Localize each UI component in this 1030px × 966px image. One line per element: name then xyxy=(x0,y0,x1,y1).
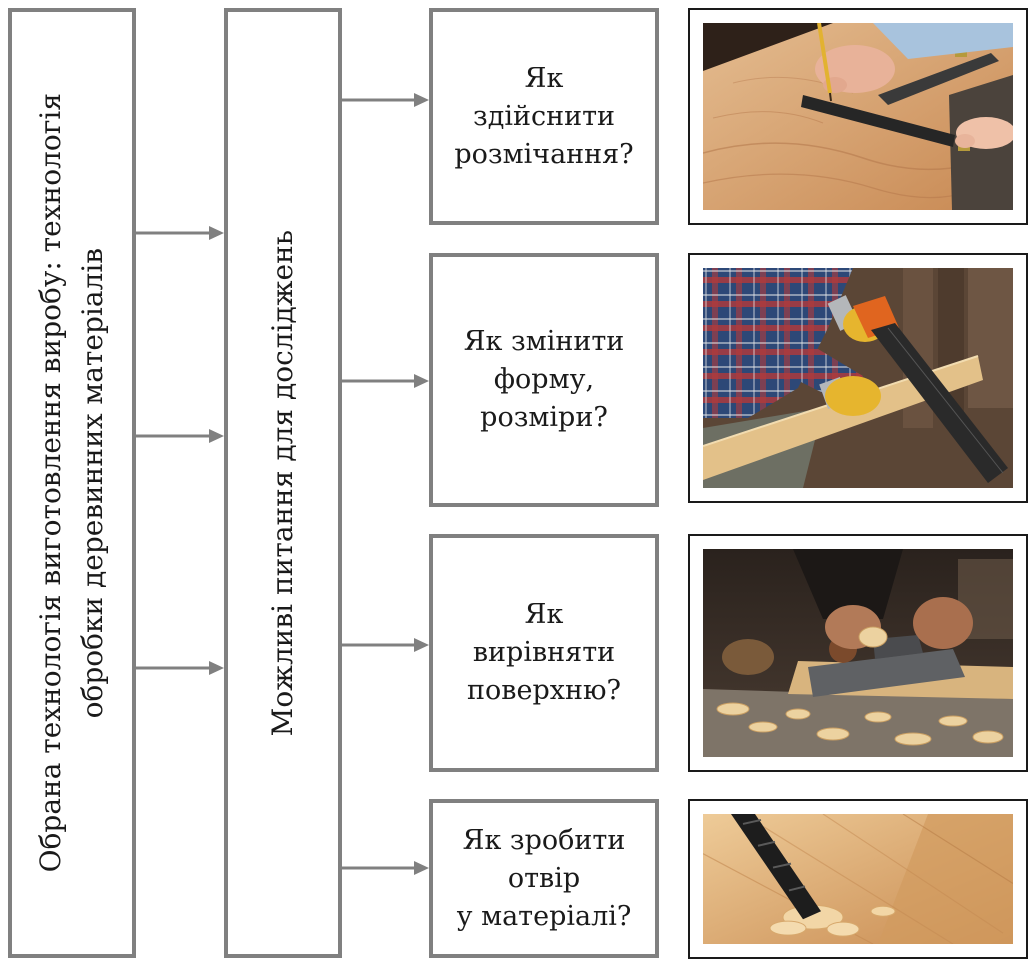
question-line: отвір xyxy=(507,862,581,894)
question-line: розміри? xyxy=(480,402,608,433)
question-box-marking: Як здійснити розмічання? xyxy=(429,8,659,225)
photo-drilling xyxy=(703,814,1013,944)
question-line: у матеріалі? xyxy=(456,900,632,932)
research-questions-label: Можливі питання для досліджень xyxy=(262,230,304,736)
technology-label-line-2: обробки деревинних матеріалів xyxy=(76,247,109,719)
arrow-research-to-question-2 xyxy=(342,374,429,388)
arrow-technology-to-research-1 xyxy=(136,226,224,240)
question-line: поверхню? xyxy=(467,675,621,706)
research-questions-box: Можливі питання для досліджень xyxy=(224,8,342,958)
arrow-research-to-question-1 xyxy=(342,93,429,107)
technology-label-line-1: Обрана технологія виготовлення виробу: т… xyxy=(34,93,67,873)
arrow-research-to-question-4 xyxy=(342,861,429,875)
photo-frame-drilling xyxy=(688,799,1028,959)
arrow-technology-to-research-3 xyxy=(136,661,224,675)
research-questions-label-line: Можливі питання для досліджень xyxy=(266,229,299,737)
question-box-hole: Як зробити отвір у матеріалі? xyxy=(429,799,659,958)
question-line: Як xyxy=(524,599,564,630)
technology-box: Обрана технологія виготовлення виробу: т… xyxy=(8,8,136,958)
question-line: вирівняти xyxy=(472,637,616,668)
arrow-research-to-question-3 xyxy=(342,638,429,652)
photo-sawing xyxy=(703,268,1013,488)
arrow-technology-to-research-2 xyxy=(136,429,224,443)
question-line: Як xyxy=(524,62,564,94)
question-line: Як змінити xyxy=(463,326,625,357)
photo-frame-sawing xyxy=(688,253,1028,503)
technology-label: Обрана технологія виготовлення виробу: т… xyxy=(30,93,114,872)
question-line: форму, xyxy=(493,364,595,395)
question-box-surface: Як вирівняти поверхню? xyxy=(429,534,659,772)
question-line: Як зробити xyxy=(462,824,626,856)
question-line: розмічання? xyxy=(454,138,634,170)
photo-marking xyxy=(703,23,1013,210)
question-box-shape: Як змінити форму, розміри? xyxy=(429,253,659,507)
photo-frame-planing xyxy=(688,534,1028,772)
question-line: здійснити xyxy=(472,100,616,132)
photo-frame-marking xyxy=(688,8,1028,225)
photo-planing xyxy=(703,549,1013,757)
